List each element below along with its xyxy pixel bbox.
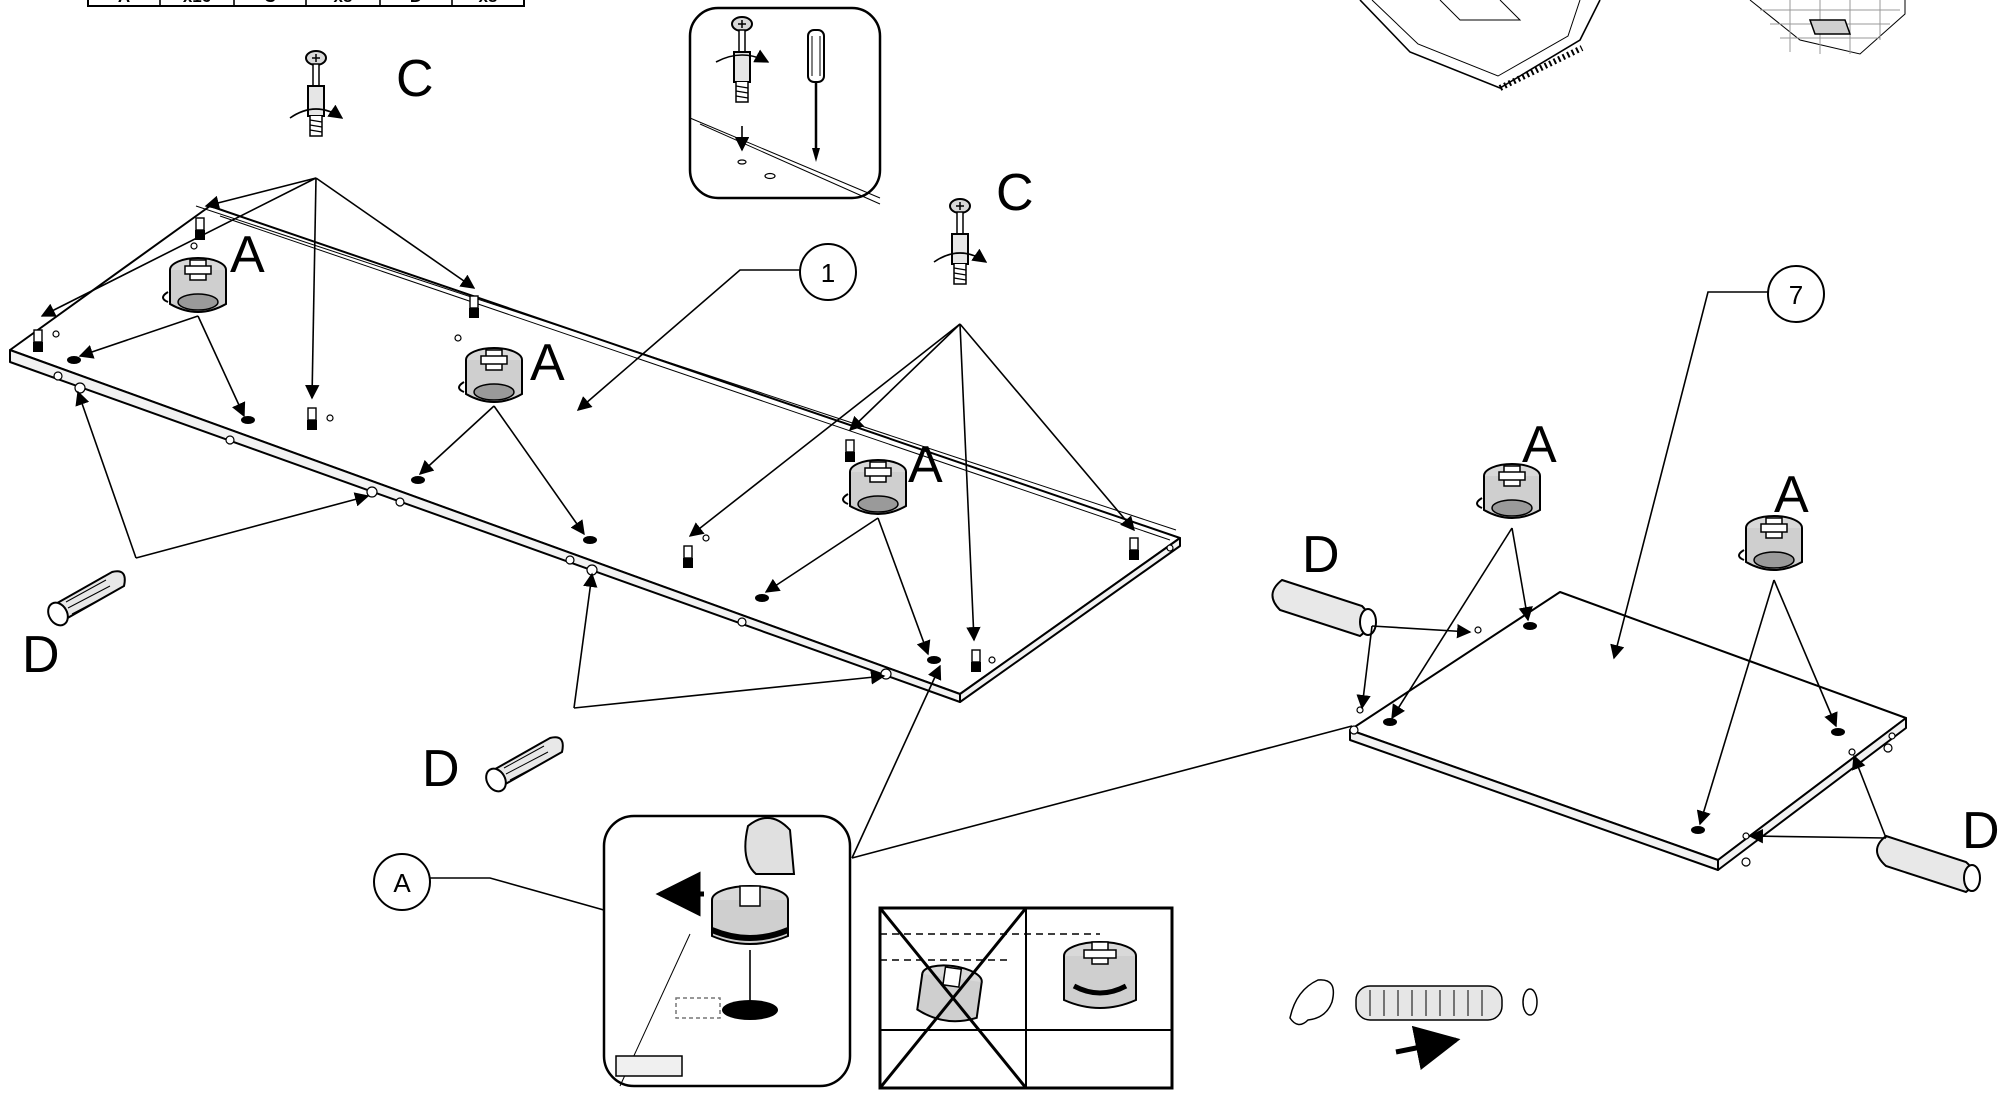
callout-7-label: 7 bbox=[1789, 280, 1803, 310]
part-label-d: D bbox=[22, 626, 60, 684]
cam-hole bbox=[1383, 718, 1397, 726]
parts-table-cell: D bbox=[410, 0, 422, 6]
cam-hole bbox=[927, 656, 941, 664]
dowel bbox=[43, 570, 126, 630]
cam-lock-fitting bbox=[1738, 515, 1803, 571]
callout-1-label: 1 bbox=[821, 258, 835, 288]
callout-a: A bbox=[373, 853, 431, 911]
dowel-insertion-hint bbox=[1289, 979, 1538, 1071]
part-label-a: A bbox=[530, 334, 565, 392]
orientation-comparison bbox=[878, 906, 1174, 1090]
rotate-arrow-icon bbox=[289, 104, 344, 119]
screwdriver-detail bbox=[688, 6, 882, 205]
rotate-arrow-icon bbox=[933, 248, 988, 263]
cam-hole bbox=[1831, 728, 1845, 736]
callout-7: 7 bbox=[1767, 265, 1825, 323]
part-label-a: A bbox=[1774, 466, 1809, 524]
cam-hole bbox=[583, 536, 597, 544]
grid-detail-illustration bbox=[1749, 0, 1906, 55]
cam-hole bbox=[241, 416, 255, 424]
cam-hole bbox=[67, 356, 81, 364]
parts-table-cell: C bbox=[264, 0, 276, 6]
dowel bbox=[1271, 578, 1377, 638]
parts-table: A x16 C x8 D x8 bbox=[87, 0, 525, 7]
cam-screw bbox=[949, 198, 971, 285]
part-label-c: C bbox=[396, 50, 434, 108]
panel-1 bbox=[9, 205, 1181, 703]
part-label-c: C bbox=[996, 164, 1034, 222]
part-label-d: D bbox=[1302, 526, 1340, 584]
part-label-d: D bbox=[422, 740, 460, 798]
parts-table-cell: x16 bbox=[183, 0, 211, 6]
callout-1: 1 bbox=[799, 243, 857, 301]
cam-insertion-detail bbox=[602, 814, 852, 1088]
hand-icon bbox=[744, 817, 796, 875]
cam-hole bbox=[411, 476, 425, 484]
panel-7 bbox=[1349, 591, 1907, 871]
dowel bbox=[481, 736, 564, 796]
part-label-a: A bbox=[908, 436, 943, 494]
parts-table-cell: A bbox=[118, 0, 130, 6]
cam-lock-fitting bbox=[842, 459, 907, 515]
part-label-a: A bbox=[230, 226, 265, 284]
part-label-d: D bbox=[1962, 802, 2000, 860]
cam-lock-fitting bbox=[162, 257, 227, 313]
dowel bbox=[1876, 834, 1981, 894]
cam-screw bbox=[305, 50, 327, 137]
previous-step-illustration bbox=[1359, 0, 1601, 91]
callout-a-label: A bbox=[393, 868, 411, 898]
cam-hole bbox=[755, 594, 769, 602]
cam-hole bbox=[1691, 826, 1705, 834]
cam-hole bbox=[1523, 622, 1537, 630]
hand-icon bbox=[1289, 979, 1335, 1026]
part-label-a: A bbox=[1522, 416, 1557, 474]
screwdriver-icon bbox=[807, 29, 825, 162]
rotate-arrow-icon bbox=[715, 49, 770, 63]
parts-table-cell: x8 bbox=[334, 0, 353, 6]
cam-lock-fitting bbox=[458, 347, 523, 403]
parts-table-cell: x8 bbox=[479, 0, 498, 6]
push-arrow-icon bbox=[1395, 1025, 1461, 1071]
